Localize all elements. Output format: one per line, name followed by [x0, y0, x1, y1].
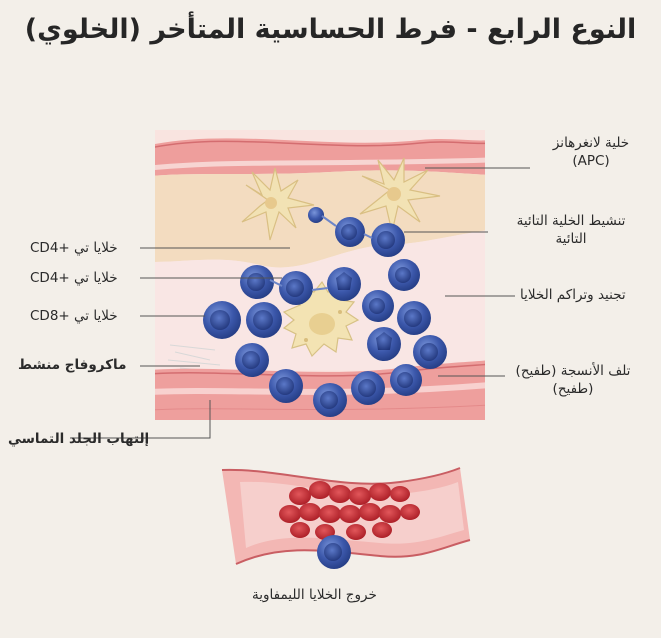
- red-blood-cells: [279, 481, 420, 540]
- t-cell: [371, 223, 405, 257]
- label-apc: خلية لانغرهانز (APC): [536, 134, 646, 170]
- cell-contacts: [269, 215, 373, 291]
- t-cell: [351, 371, 385, 405]
- label-contact-dermatitis: إلتهاب الجلد التماسي: [8, 431, 150, 447]
- t-cell: [362, 290, 394, 322]
- t-cell: [388, 259, 420, 291]
- leader-lines: [70, 167, 530, 439]
- label-cd4-b: خلايا تي +CD4: [30, 270, 118, 286]
- t-cell: [246, 302, 282, 338]
- label-activation-line2: التائية: [555, 231, 587, 247]
- label-cd8: خلايا تي +CD8: [30, 308, 118, 324]
- label-apc-line2: (APC): [572, 153, 610, 169]
- t-cell: [327, 267, 361, 301]
- langerhans-cell-left: [241, 167, 315, 241]
- t-cell: [335, 217, 365, 247]
- t-cell: [397, 301, 431, 335]
- label-tissue-damage: تلف الأنسجة (طفيح) (طفيح): [508, 362, 638, 398]
- t-cell: [203, 301, 241, 339]
- label-damage-line1: تلف الأنسجة (طفيح): [515, 363, 631, 379]
- t-cell: [413, 335, 447, 369]
- t-cell: [313, 383, 347, 417]
- label-damage-line2: (طفيح): [552, 381, 594, 397]
- t-cell: [367, 327, 401, 361]
- t-cell: [235, 343, 269, 377]
- langerhans-cell-right: [359, 157, 441, 233]
- label-macrophage: ماكروفاج منشط: [18, 357, 127, 373]
- t-cell: [240, 265, 274, 299]
- label-t-cell-activation: تنشيط الخلية التائية التائية: [496, 212, 646, 248]
- t-cell: [390, 364, 422, 396]
- t-cell-group: [203, 217, 447, 417]
- label-extravasation: خروج الخلايا الليمفاوية: [252, 587, 377, 603]
- page-title: النوع الرابع - فرط الحساسية المتأخر (الخ…: [24, 14, 637, 45]
- extravasating-lymphocyte: [317, 535, 351, 569]
- label-recruitment: تجنيد وتراكم الخلايا: [520, 287, 626, 303]
- label-apc-line1: خلية لانغرهانز: [552, 135, 630, 151]
- skin-tissue-section: [155, 130, 485, 420]
- label-cd4-a: خلايا تي +CD4: [30, 240, 118, 256]
- t-cell: [279, 271, 313, 305]
- t-cell: [269, 369, 303, 403]
- label-activation-line1: تنشيط الخلية التائية: [516, 213, 626, 229]
